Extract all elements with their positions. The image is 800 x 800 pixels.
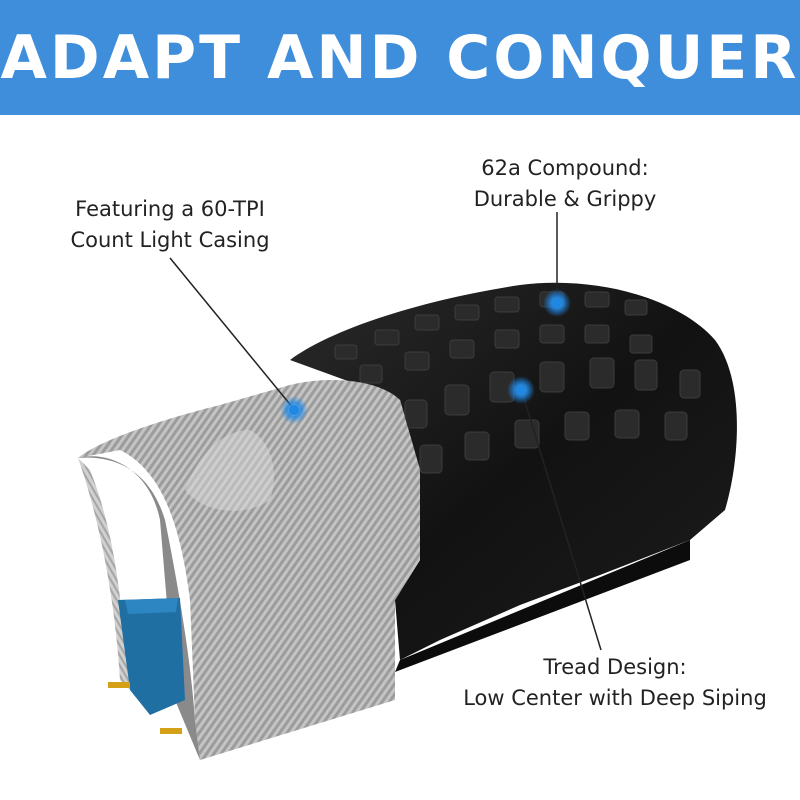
callout-tread-line2: Low Center with Deep Siping	[463, 686, 767, 710]
callout-compound-line1: 62a Compound:	[481, 156, 649, 180]
casing-layer	[78, 380, 420, 760]
callout-casing-line1: Featuring a 60-TPI	[75, 197, 265, 221]
rim-strip	[118, 598, 185, 715]
callout-casing-line2: Count Light Casing	[70, 228, 270, 252]
valve-pins	[108, 682, 182, 734]
hotspot-markers	[280, 289, 571, 424]
header-banner: ADAPT AND CONQUER	[0, 0, 800, 115]
page-title: ADAPT AND CONQUER	[0, 22, 800, 93]
tread-knobs	[334, 291, 701, 474]
leader-lines	[169, 212, 602, 651]
callout-compound: 62a Compound: Durable & Grippy	[440, 153, 690, 215]
callout-tread: Tread Design: Low Center with Deep Sipin…	[430, 652, 800, 714]
tire-body	[290, 282, 737, 672]
callout-casing: Featuring a 60-TPI Count Light Casing	[40, 194, 300, 256]
callout-tread-line1: Tread Design:	[543, 655, 687, 679]
callout-compound-line2: Durable & Grippy	[473, 187, 657, 211]
